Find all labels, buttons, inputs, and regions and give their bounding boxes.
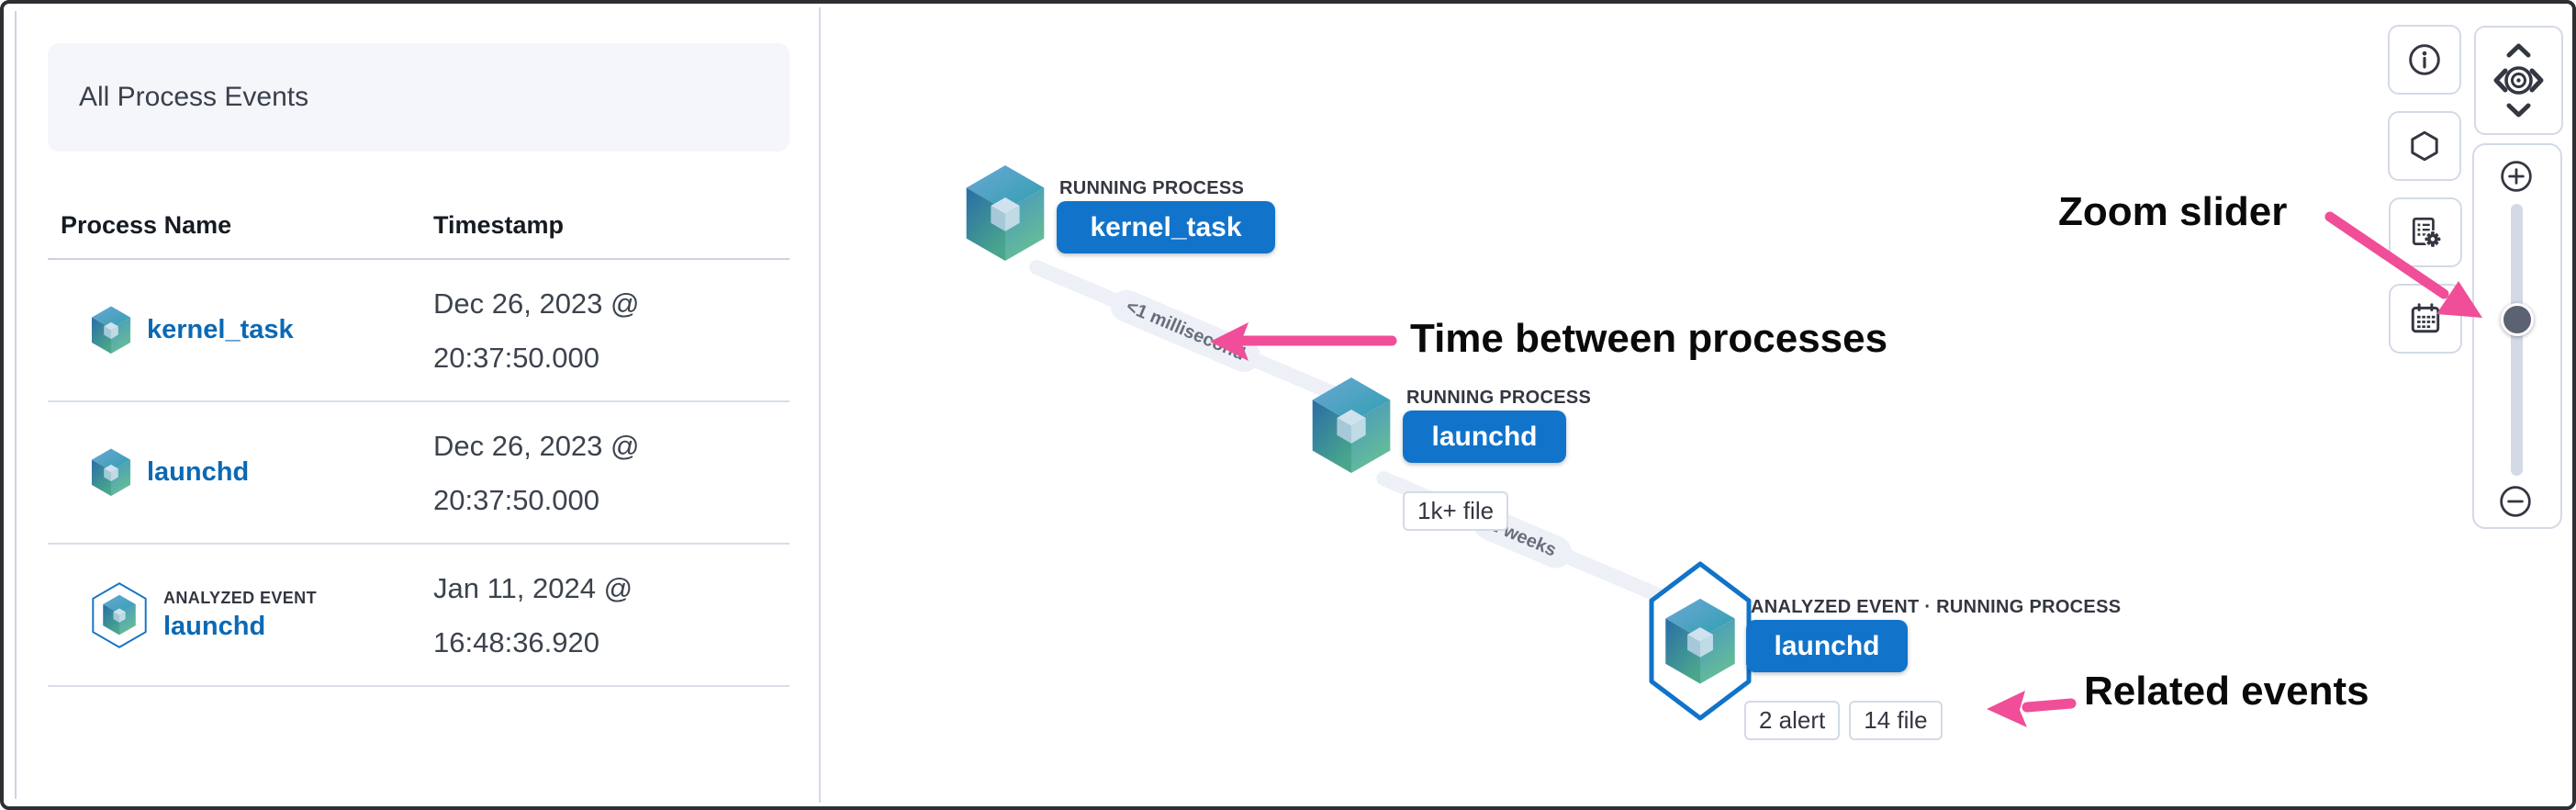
pan-down-icon[interactable]	[2506, 103, 2531, 118]
timestamp-line: 16:48:36.920	[433, 625, 600, 658]
node-type-label: RUNNING PROCESS	[1406, 388, 1592, 408]
arrow-head-left	[1987, 691, 2027, 727]
node-legend-button[interactable]	[2388, 25, 2461, 95]
panel-graph-divider	[819, 7, 821, 803]
zoom-slider-thumb[interactable]	[2501, 303, 2534, 336]
panel-header: All Process Events	[48, 43, 790, 152]
table-header-divider	[48, 258, 790, 260]
annotation-zoom-slider: Zoom slider	[2058, 189, 2288, 234]
process-name-cell: ANALYZED EVENT launchd	[48, 580, 433, 650]
edge-elapsed-time-label: <1 millisecond	[1105, 284, 1266, 377]
schema-info-button[interactable]	[2388, 111, 2461, 181]
related-events-badge[interactable]: 1k+ file	[1403, 491, 1509, 531]
table-row: ANALYZED EVENT launchd Jan 11, 2024 @ 16…	[48, 545, 790, 687]
related-events-badge[interactable]: 14 file	[1849, 701, 1943, 740]
process-events-table: kernel_task Dec 26, 2023 @ 20:37:50.000 …	[48, 260, 790, 687]
related-events-badges: 2 alert 14 file	[1744, 701, 1943, 740]
process-name-cell: kernel_task	[48, 306, 433, 354]
timestamp-line: Dec 26, 2023 @	[433, 429, 640, 462]
process-edge: 2 weeks	[1373, 468, 1672, 607]
process-link[interactable]: launchd	[163, 611, 266, 641]
zoom-out-icon[interactable]	[2499, 485, 2532, 518]
analyzed-process-stack: ANALYZED EVENT launchd	[163, 589, 317, 642]
timestamp-cell: Dec 26, 2023 @ 20:37:50.000	[433, 276, 790, 385]
annotation-time-between-processes: Time between processes	[1410, 316, 1888, 361]
analyzed-event-hexagon-cube-icon	[92, 581, 147, 648]
timestamp-cell: Jan 11, 2024 @ 16:48:36.920	[433, 561, 790, 669]
timestamp-line: 20:37:50.000	[433, 483, 600, 516]
analyzed-event-node-hexagon[interactable]	[1647, 560, 1753, 722]
zoom-slider-track[interactable]	[2511, 204, 2523, 476]
process-link[interactable]: launchd	[147, 457, 250, 487]
process-events-panel: All Process Events Process Name Timestam…	[17, 4, 819, 806]
analyzed-event-label: ANALYZED EVENT	[163, 588, 317, 607]
timestamp-line: 20:37:50.000	[433, 341, 600, 374]
camera-pan-control[interactable]	[2474, 26, 2563, 135]
related-events-badge[interactable]: 2 alert	[1744, 701, 1841, 740]
process-node-button[interactable]: kernel_task	[1057, 201, 1275, 253]
process-node-cube[interactable]	[1309, 377, 1394, 475]
pan-left-icon[interactable]	[2493, 68, 2508, 93]
process-edge: <1 millisecond	[1026, 257, 1344, 404]
date-picker-button[interactable]	[2389, 284, 2462, 354]
schema-settings-icon	[2412, 217, 2442, 248]
timestamp-line: Dec 26, 2023 @	[433, 287, 640, 320]
process-cube-icon	[91, 448, 131, 497]
process-cube-icon	[91, 306, 131, 354]
process-node-button[interactable]: launchd	[1403, 411, 1566, 463]
timestamp-cell: Dec 26, 2023 @ 20:37:50.000	[433, 419, 790, 527]
zoom-in-icon[interactable]	[2500, 160, 2533, 193]
panel-title: All Process Events	[79, 82, 309, 112]
node-type-label: RUNNING PROCESS	[1059, 178, 1245, 198]
panel-left-border	[15, 11, 17, 799]
source-config-button[interactable]	[2389, 197, 2462, 267]
info-icon	[2409, 44, 2440, 75]
calendar-icon	[2411, 303, 2440, 333]
column-header-process-name: Process Name	[61, 211, 232, 239]
hexagon-icon	[2411, 130, 2438, 162]
table-header: Process Name Timestamp	[48, 211, 790, 257]
process-link[interactable]: kernel_task	[147, 315, 294, 344]
column-header-timestamp: Timestamp	[433, 211, 565, 239]
pan-right-icon[interactable]	[2529, 68, 2544, 93]
annotation-related-events: Related events	[2084, 669, 2369, 714]
process-node-button[interactable]: launchd	[1746, 620, 1908, 672]
node-type-label: ANALYZED EVENT · RUNNING PROCESS	[1751, 597, 2122, 617]
center-camera-icon[interactable]	[2504, 66, 2533, 95]
process-name-cell: launchd	[48, 448, 433, 497]
table-row: kernel_task Dec 26, 2023 @ 20:37:50.000	[48, 260, 790, 402]
timestamp-line: Jan 11, 2024 @	[433, 571, 633, 604]
table-row: launchd Dec 26, 2023 @ 20:37:50.000	[48, 402, 790, 545]
related-events-badges: 1k+ file	[1403, 491, 1509, 531]
pan-up-icon[interactable]	[2506, 43, 2531, 58]
process-node-cube[interactable]	[963, 164, 1047, 263]
